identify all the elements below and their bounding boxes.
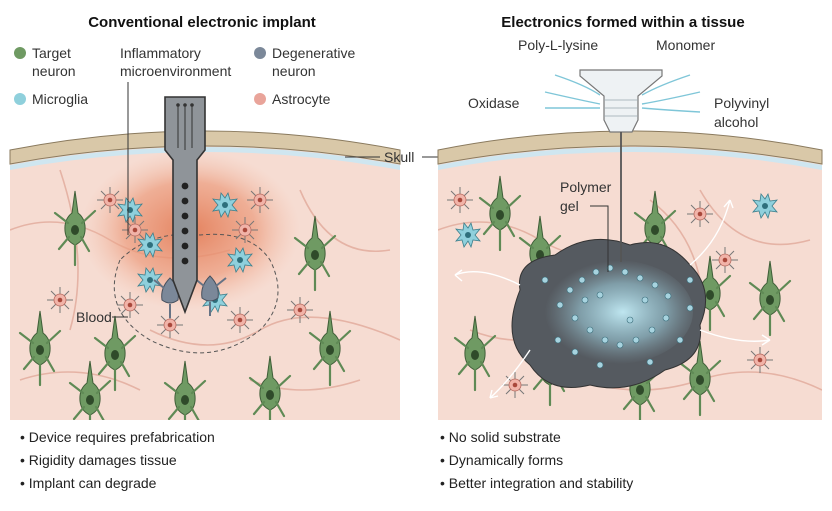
legend-inflammatory-1: Inflammatory [120,45,201,61]
right-meninges [438,147,822,170]
right-skull [437,130,823,165]
polyvinyl-label-2: alcohol [714,114,758,130]
legend-target-neuron-2: neuron [32,63,76,79]
skull-label: Skull [384,149,414,165]
poly-lysine-label: Poly-L-lysine [518,37,598,53]
legend-astrocyte: Astrocyte [272,91,331,107]
blood-label: Blood [76,309,112,325]
electrode-icon [164,96,206,315]
legend-target-neuron-1: Target [32,45,71,61]
right-panel-title: Electronics formed within a tissue [501,14,744,31]
legend: Target neuron Microglia Inflammatory mic… [14,45,355,235]
gel-leader-line [590,205,609,272]
gel-label-2: gel [560,198,579,214]
left-panel-title: Conventional electronic implant [88,14,316,31]
astrocyte-icon [254,93,266,105]
legend-microglia: Microglia [32,91,88,107]
polyvinyl-label-1: Polyvinyl [714,95,769,111]
target-neuron-icon [14,47,26,59]
legend-inflammatory-2: microenvironment [120,63,231,79]
oxidase-label: Oxidase [468,95,520,111]
microglia-icon [14,93,26,105]
diffusion-arrows [454,199,771,399]
nozzle-icon [544,69,701,262]
right-bullet-3: • Better integration and stability [440,475,633,491]
legend-degenerative-2: neuron [272,63,316,79]
right-panel: Poly-L-lysine Monomer Oxidase Polyvinyl … [437,37,823,491]
gel-core [537,260,693,364]
left-bullet-2: • Rigidity damages tissue [20,452,177,468]
left-bullet-1: • Device requires prefabrication [20,429,215,445]
left-bullet-3: • Implant can degrade [20,475,157,491]
gel-label-1: Polymer [560,179,612,195]
monomer-label: Monomer [656,37,715,53]
left-meninges [10,147,400,170]
left-panel: Target neuron Microglia Inflammatory mic… [9,45,401,491]
right-bullet-1: • No solid substrate [440,429,561,445]
legend-degenerative-1: Degenerative [272,45,355,61]
right-bullet-2: • Dynamically forms [440,452,563,468]
gel-particles [541,264,694,369]
degenerative-neuron-icon [254,47,266,59]
left-skull [9,130,401,165]
